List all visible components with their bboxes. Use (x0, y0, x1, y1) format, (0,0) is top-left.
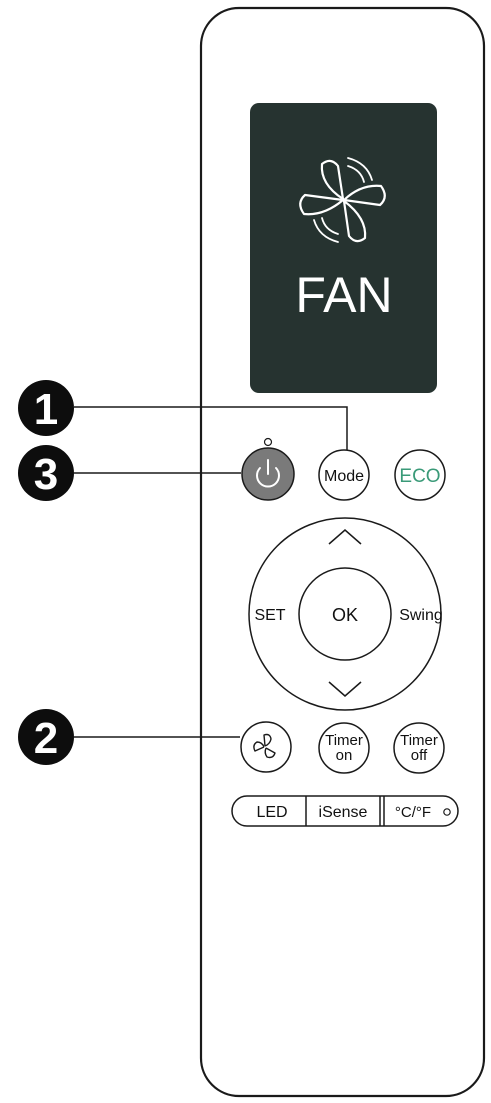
temp-unit-indicator (443, 808, 451, 816)
dpad: SET Swing OK (248, 517, 443, 711)
display-screen: FAN (250, 103, 437, 393)
svg-text:1: 1 (34, 385, 58, 434)
chevron-up-icon[interactable] (328, 529, 362, 545)
chevron-down-icon[interactable] (328, 681, 362, 697)
isense-button[interactable]: iSense (319, 804, 368, 821)
bottom-button-bar: LED iSense °C/°F (231, 795, 459, 827)
power-indicator-led (263, 437, 273, 447)
svg-text:2: 2 (34, 714, 58, 763)
led-button[interactable]: LED (256, 804, 287, 821)
eco-button[interactable]: ECO (394, 449, 446, 501)
fan-speed-icon (253, 733, 276, 759)
callout-line-1 (74, 406, 348, 455)
timer-off-label-line2: off (411, 747, 428, 764)
set-button[interactable]: SET (254, 607, 285, 624)
timer-off-label-line1: Timer (400, 732, 438, 749)
timer-on-label-line1: Timer (325, 732, 363, 749)
swing-button[interactable]: Swing (399, 607, 443, 624)
callout-marker-2: 2 (18, 709, 74, 765)
mode-button[interactable]: Mode (318, 449, 370, 501)
timer-on-button[interactable]: Timer on (318, 722, 370, 774)
fan-icon (299, 157, 386, 243)
temp-unit-button[interactable]: °C/°F (395, 804, 431, 821)
eco-button-label: ECO (399, 466, 440, 487)
callout-marker-1: 1 (18, 380, 74, 436)
fan-speed-button[interactable] (240, 721, 292, 773)
callout-lines (74, 406, 348, 738)
power-icon (256, 459, 280, 488)
timer-on-label-line2: on (336, 747, 353, 764)
callout-marker-3: 3 (18, 445, 74, 501)
ok-button[interactable]: OK (298, 567, 392, 661)
svg-text:3: 3 (34, 450, 58, 499)
display-mode-text: FAN (295, 267, 392, 323)
timer-off-button[interactable]: Timer off (393, 722, 445, 774)
mode-button-label: Mode (324, 468, 364, 485)
ok-button-label: OK (332, 605, 358, 625)
power-button[interactable] (241, 437, 295, 501)
